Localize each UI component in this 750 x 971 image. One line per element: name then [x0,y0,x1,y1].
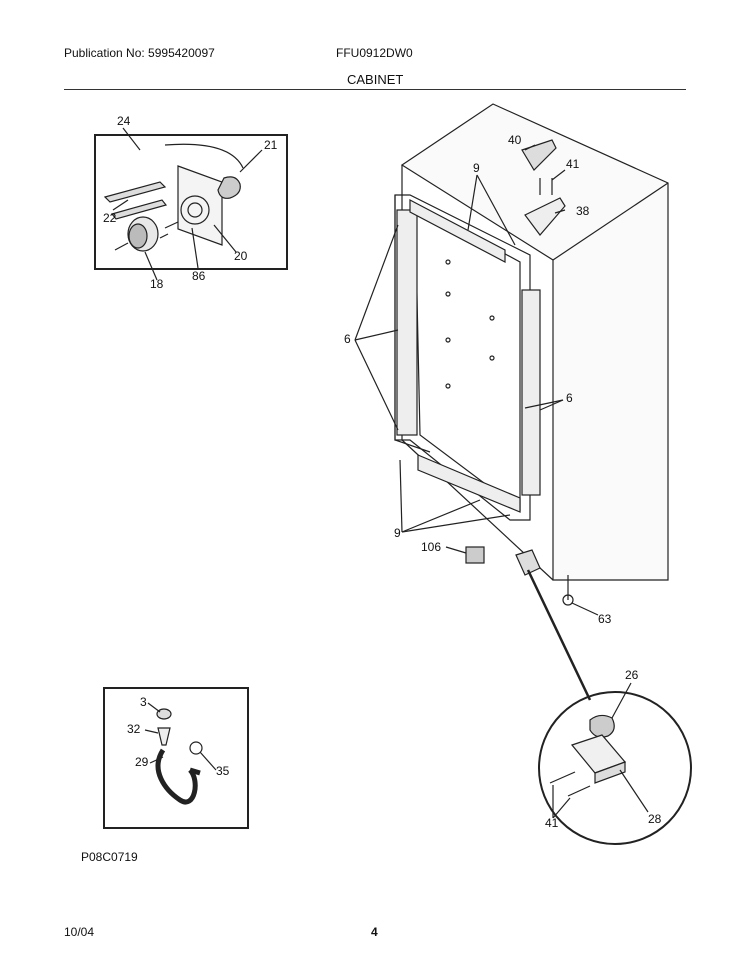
drain-assembly-inset [103,687,249,829]
callout-9-bottom: 9 [394,526,401,540]
callout-63: 63 [598,612,612,626]
publication-number: Publication No: 5995420097 [64,46,215,60]
callout-21: 21 [264,138,278,152]
fan-assembly-inset [94,134,288,270]
section-title: CABINET [347,72,404,87]
callout-24: 24 [117,114,131,128]
header-rule [64,89,686,90]
callout-9-top: 9 [473,161,480,175]
callout-6-left: 6 [344,332,351,346]
callout-29: 29 [135,755,149,769]
callout-35: 35 [216,764,230,778]
callout-26: 26 [625,668,639,682]
callout-41-bottom: 41 [545,816,559,830]
callout-86: 86 [192,269,206,283]
callout-22: 22 [103,211,117,225]
callout-28: 28 [648,812,662,826]
footer-date: 10/04 [64,925,95,939]
page-number: 4 [371,925,378,939]
callout-38: 38 [576,204,590,218]
model-number: FFU0912DW0 [336,46,413,60]
hinge-detail-circle [538,691,692,845]
callout-18: 18 [150,277,164,291]
callout-20: 20 [234,249,248,263]
callout-6-right: 6 [566,391,573,405]
callout-106: 106 [421,540,442,554]
callout-40: 40 [508,133,522,147]
callout-41-top: 41 [566,157,580,171]
callout-3: 3 [140,695,147,709]
callout-32: 32 [127,722,141,736]
diagram-code: P08C0719 [81,850,138,864]
